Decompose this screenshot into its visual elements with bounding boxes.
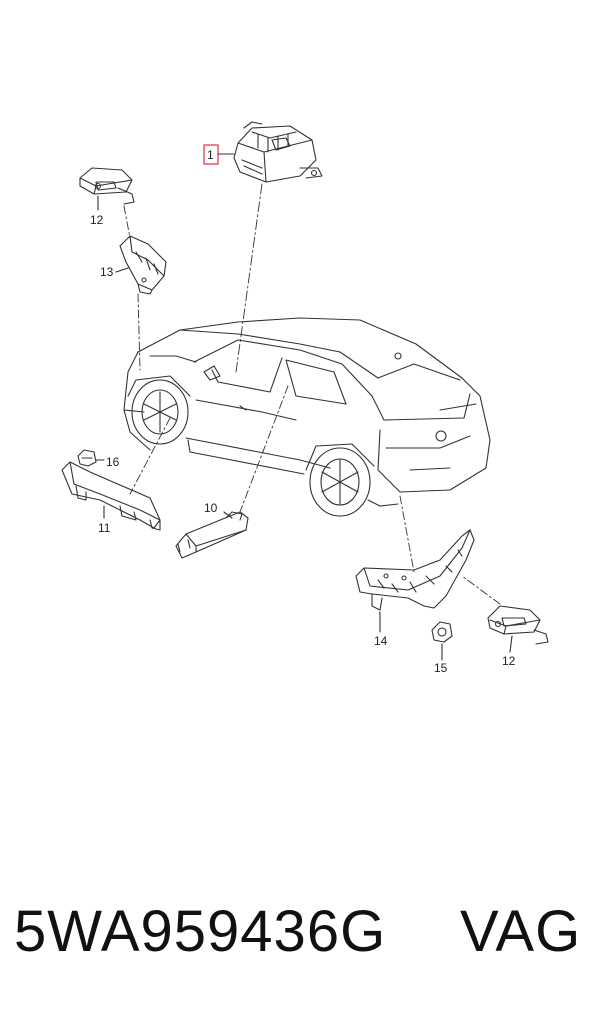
control-unit-part-1 (233, 121, 323, 183)
callout-13: 13 (100, 265, 114, 279)
clip-part-16 (77, 449, 97, 467)
antenna-module-part-12-top (79, 167, 135, 205)
parts-diagram: 1 12 13 (61, 121, 549, 675)
callout-10: 10 (204, 501, 218, 515)
antenna-module-part-12-rear (487, 605, 549, 645)
part-number: 5WA959436G (14, 899, 387, 964)
callout-14: 14 (374, 634, 388, 648)
callout-15: 15 (434, 661, 448, 675)
bracket-part-13 (119, 235, 167, 295)
antenna-part-10 (175, 511, 249, 559)
callout-12-rear: 12 (502, 654, 516, 668)
bracket-part-14 (355, 529, 475, 611)
bracket-part-11 (61, 461, 161, 531)
vehicle-outline (123, 317, 491, 517)
callout-12-top: 12 (90, 213, 104, 227)
callout-11: 11 (98, 521, 111, 535)
nut-part-15 (431, 621, 453, 643)
callout-16: 16 (106, 455, 120, 469)
callout-1: 1 (207, 148, 214, 162)
brand-label: VAG (460, 899, 582, 964)
